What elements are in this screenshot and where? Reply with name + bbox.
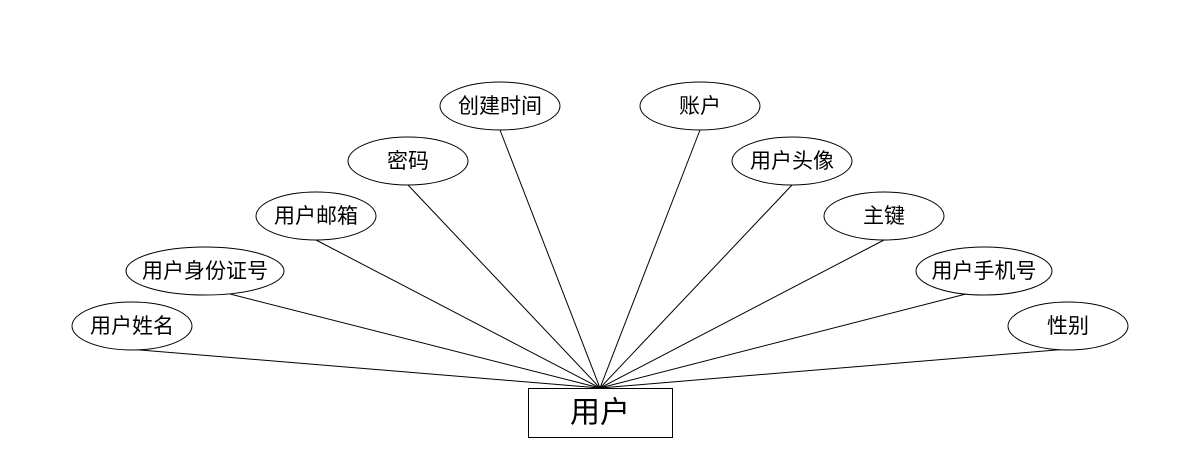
connector-password: [407, 184, 601, 389]
attribute-ellipse: [347, 136, 469, 186]
attribute-label: 主键: [863, 204, 905, 228]
attribute-label: 创建时间: [458, 94, 542, 118]
connector-pk: [599, 239, 885, 389]
attribute-password: 密码: [347, 136, 469, 186]
attribute-ellipse: [255, 191, 377, 241]
entity-box: [528, 388, 673, 438]
attribute-ellipse: [71, 301, 193, 351]
attribute-ellipse: [639, 81, 761, 131]
connector-account: [599, 129, 701, 389]
attribute-label: 用户邮箱: [274, 204, 358, 228]
attribute-label: 用户姓名: [90, 314, 174, 338]
connector-created: [499, 129, 601, 389]
attribute-ellipse: [1007, 301, 1129, 351]
attribute-created: 创建时间: [439, 81, 561, 131]
entity-label: 用户: [570, 396, 630, 431]
connector-email: [315, 239, 601, 389]
attribute-ellipse: [915, 246, 1053, 296]
attribute-name: 用户姓名: [71, 301, 193, 351]
attribute-phone: 用户手机号: [915, 246, 1053, 296]
attribute-label: 用户头像: [750, 149, 834, 173]
attribute-ellipse: [439, 81, 561, 131]
attribute-pk: 主键: [823, 191, 945, 241]
attribute-ellipse: [731, 136, 853, 186]
attribute-idcard: 用户身份证号: [125, 246, 285, 296]
entity-user: 用户: [528, 388, 673, 438]
attribute-ellipse: [823, 191, 945, 241]
connector-avatar: [599, 184, 793, 389]
attribute-gender: 性别: [1007, 301, 1129, 351]
connector-idcard: [229, 293, 601, 389]
attribute-account: 账户: [639, 81, 761, 131]
attribute-label: 用户手机号: [932, 259, 1037, 283]
attribute-avatar: 用户头像: [731, 136, 853, 186]
attribute-ellipse: [125, 246, 285, 296]
connector-phone: [599, 293, 967, 389]
attribute-label: 用户身份证号: [142, 259, 268, 283]
connector-gender: [599, 348, 1069, 389]
attribute-label: 密码: [387, 149, 429, 173]
attribute-label: 账户: [679, 94, 721, 118]
connectors: [127, 129, 1069, 389]
attribute-label: 性别: [1047, 314, 1089, 338]
connector-name: [127, 348, 601, 389]
attribute-email: 用户邮箱: [255, 191, 377, 241]
